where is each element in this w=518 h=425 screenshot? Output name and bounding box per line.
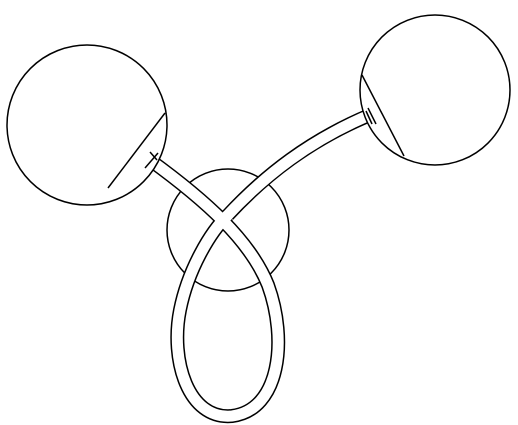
- right-sphere: [360, 15, 510, 165]
- left-sphere: [7, 45, 167, 205]
- tube-strand-right: [226, 114, 372, 217]
